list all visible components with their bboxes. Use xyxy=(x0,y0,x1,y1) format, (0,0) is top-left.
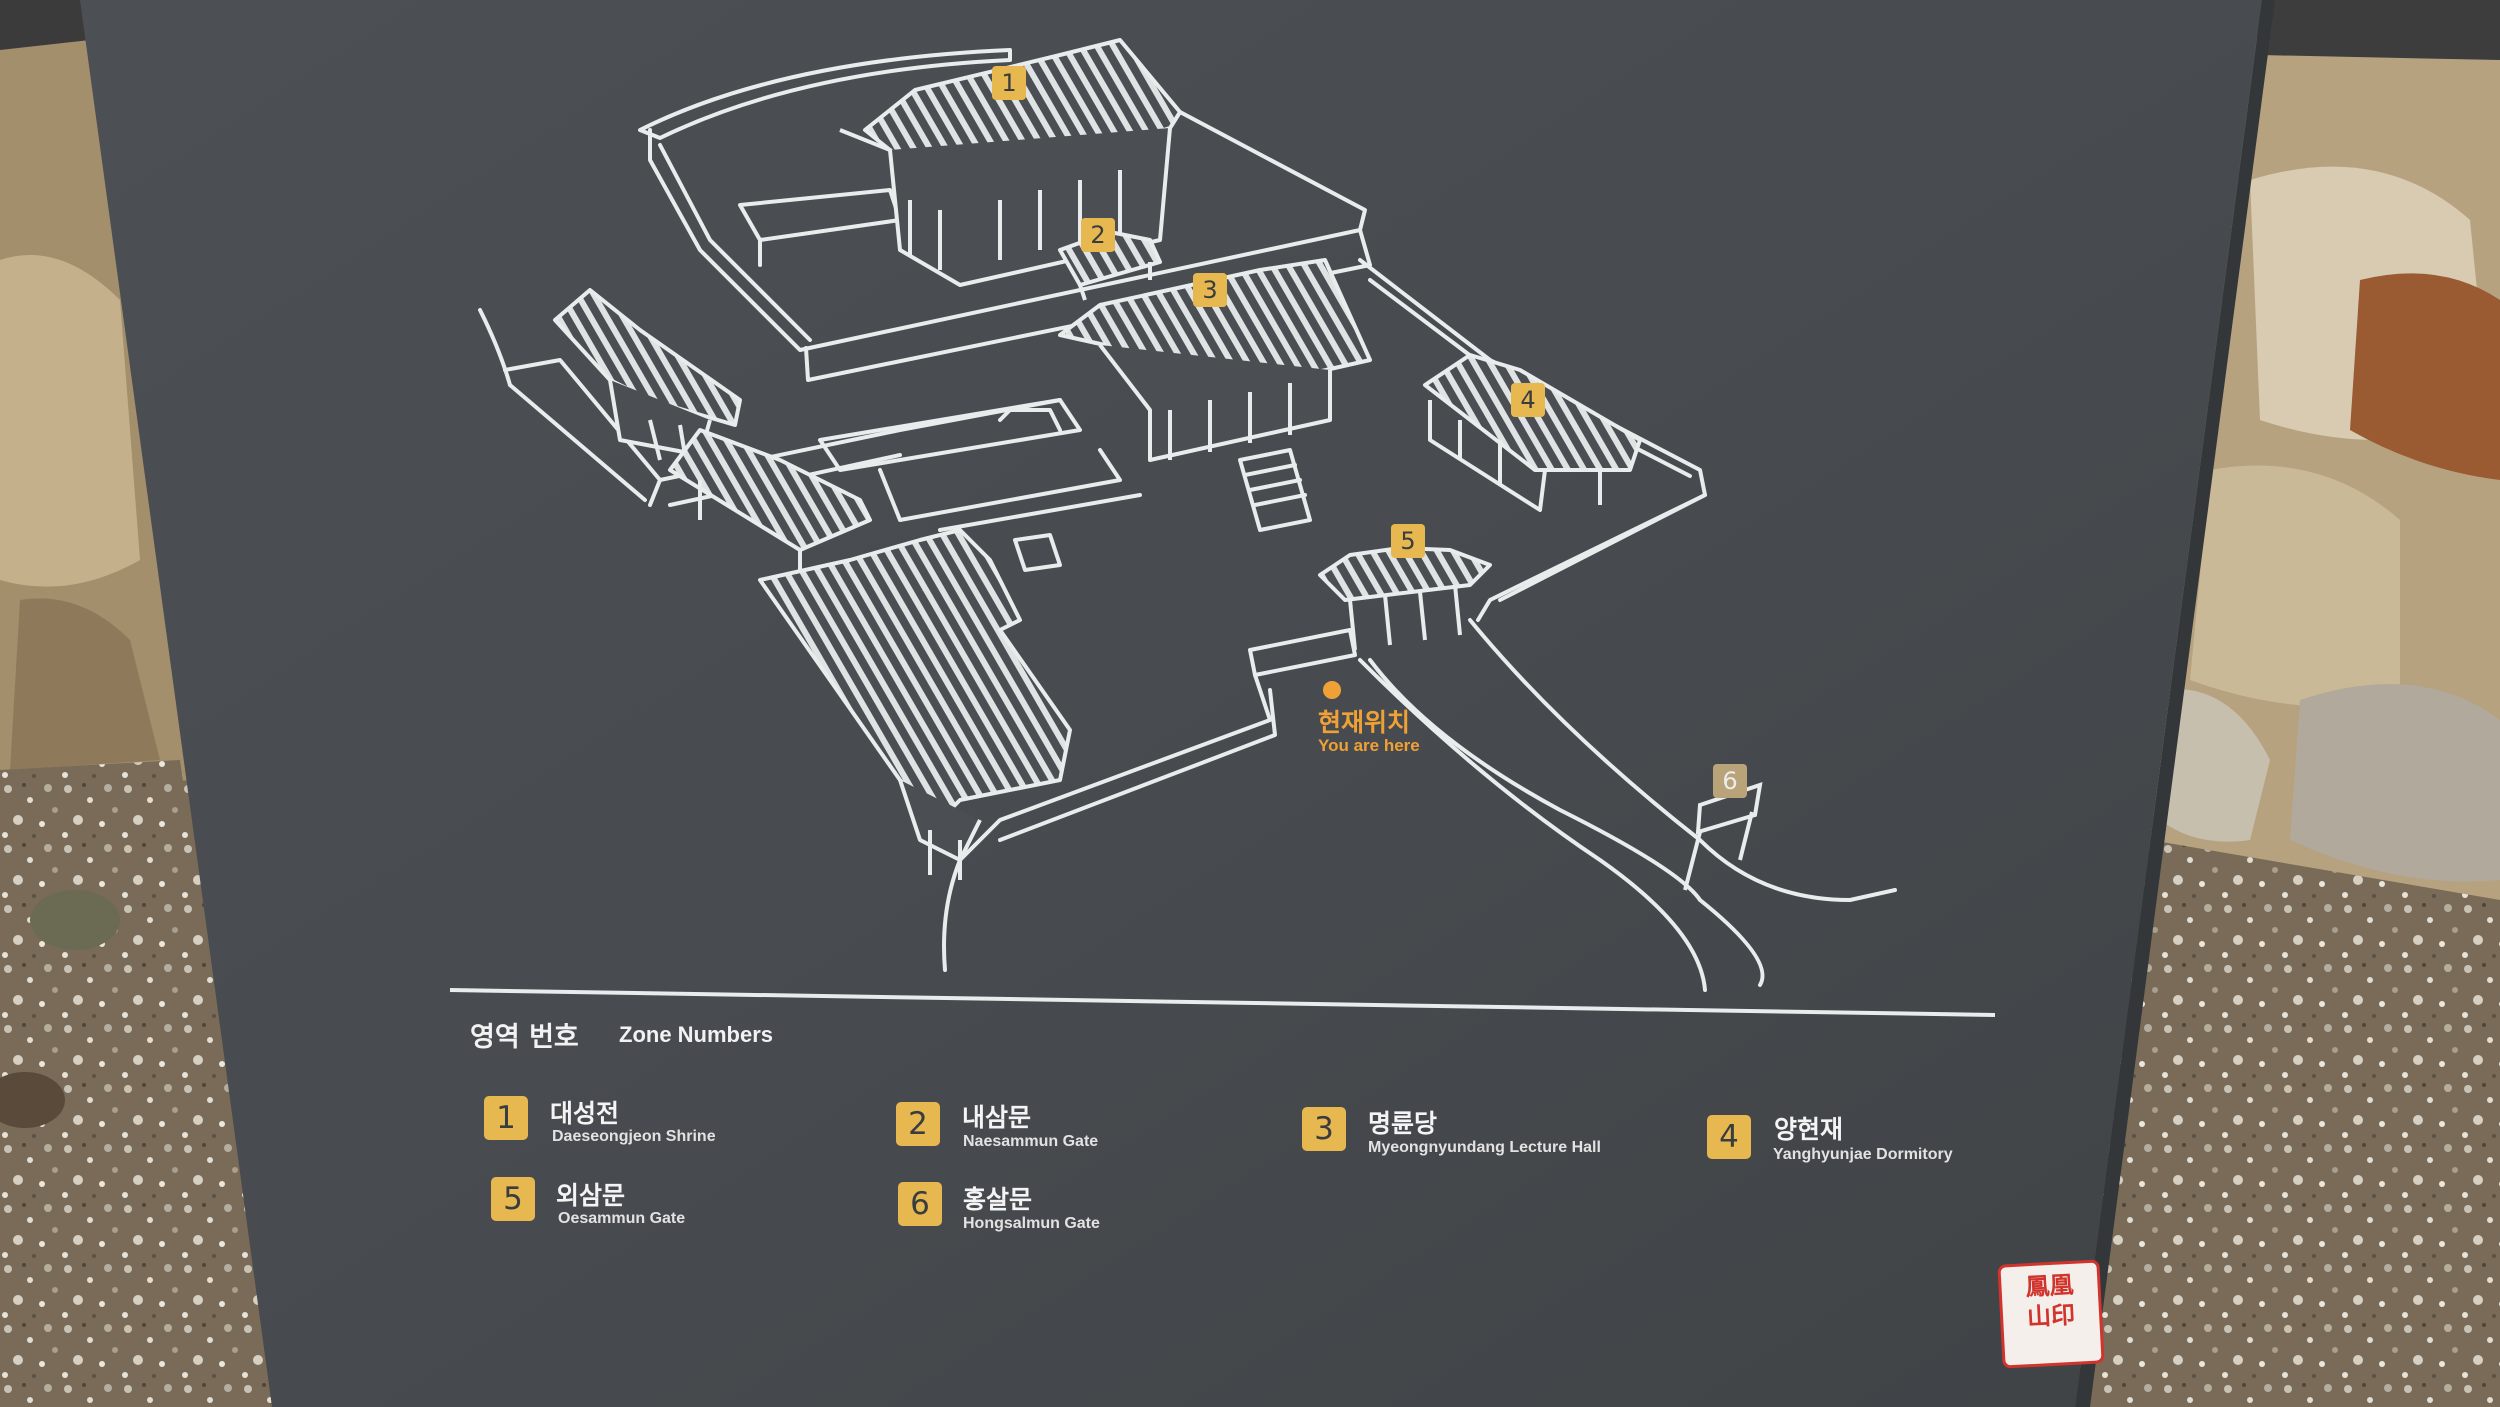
zone-name-ko-6: 홍살문 xyxy=(963,1185,1033,1214)
legend-heading-en: Zone Numbers xyxy=(619,1022,774,1047)
building-west-hall xyxy=(553,288,742,461)
zone-name-en-3: Myeongnyundang Lecture Hall xyxy=(1368,1139,1601,1156)
legend-divider xyxy=(449,988,1996,1017)
map-marker-6: 6 xyxy=(1713,764,1747,798)
building-myeongnyundang xyxy=(1058,258,1372,462)
zone-name-en-6: Hongsalmun Gate xyxy=(963,1215,1100,1232)
building-oesammun xyxy=(1318,546,1492,651)
zone-badge-3: 3 xyxy=(1302,1107,1346,1151)
zone-name-en-1: Daeseongjeon Shrine xyxy=(552,1128,716,1145)
you-are-here-label-ko: 현재위치 xyxy=(1318,708,1411,737)
artist-seal-stamp: 鳳凰山印 xyxy=(1997,1259,2105,1369)
zone-name-ko-2: 내삼문 xyxy=(962,1103,1032,1132)
you-are-here-label-en: You are here xyxy=(1318,736,1420,755)
building-long-hall xyxy=(758,528,1072,880)
zone-name-en-5: Oesammun Gate xyxy=(558,1210,686,1227)
you-are-here-dot xyxy=(1323,681,1341,699)
legend-heading-ko: 영역 번호 xyxy=(470,1022,579,1053)
zone-name-ko-3: 명륜당 xyxy=(1368,1109,1438,1138)
map-marker-1: 1 xyxy=(992,66,1026,100)
zone-badge-4: 4 xyxy=(1707,1115,1751,1159)
zone-name-en-2: Naesammun Gate xyxy=(963,1133,1099,1150)
map-marker-2: 2 xyxy=(1081,218,1115,252)
map-marker-5: 5 xyxy=(1391,524,1425,558)
zone-badge-6: 6 xyxy=(898,1182,942,1226)
zone-name-ko-1: 대성전 xyxy=(550,1099,620,1128)
zone-badge-5: 5 xyxy=(491,1177,535,1221)
zone-badge-1: 1 xyxy=(484,1096,528,1140)
zone-name-ko-5: 외삼문 xyxy=(556,1181,626,1210)
map-marker-3: 3 xyxy=(1193,273,1227,307)
map-marker-4: 4 xyxy=(1511,383,1545,417)
zone-name-en-4: Yanghyunjae Dormitory xyxy=(1773,1146,1953,1163)
zone-name-ko-4: 양현재 xyxy=(1774,1115,1844,1144)
zone-badge-2: 2 xyxy=(896,1102,940,1146)
